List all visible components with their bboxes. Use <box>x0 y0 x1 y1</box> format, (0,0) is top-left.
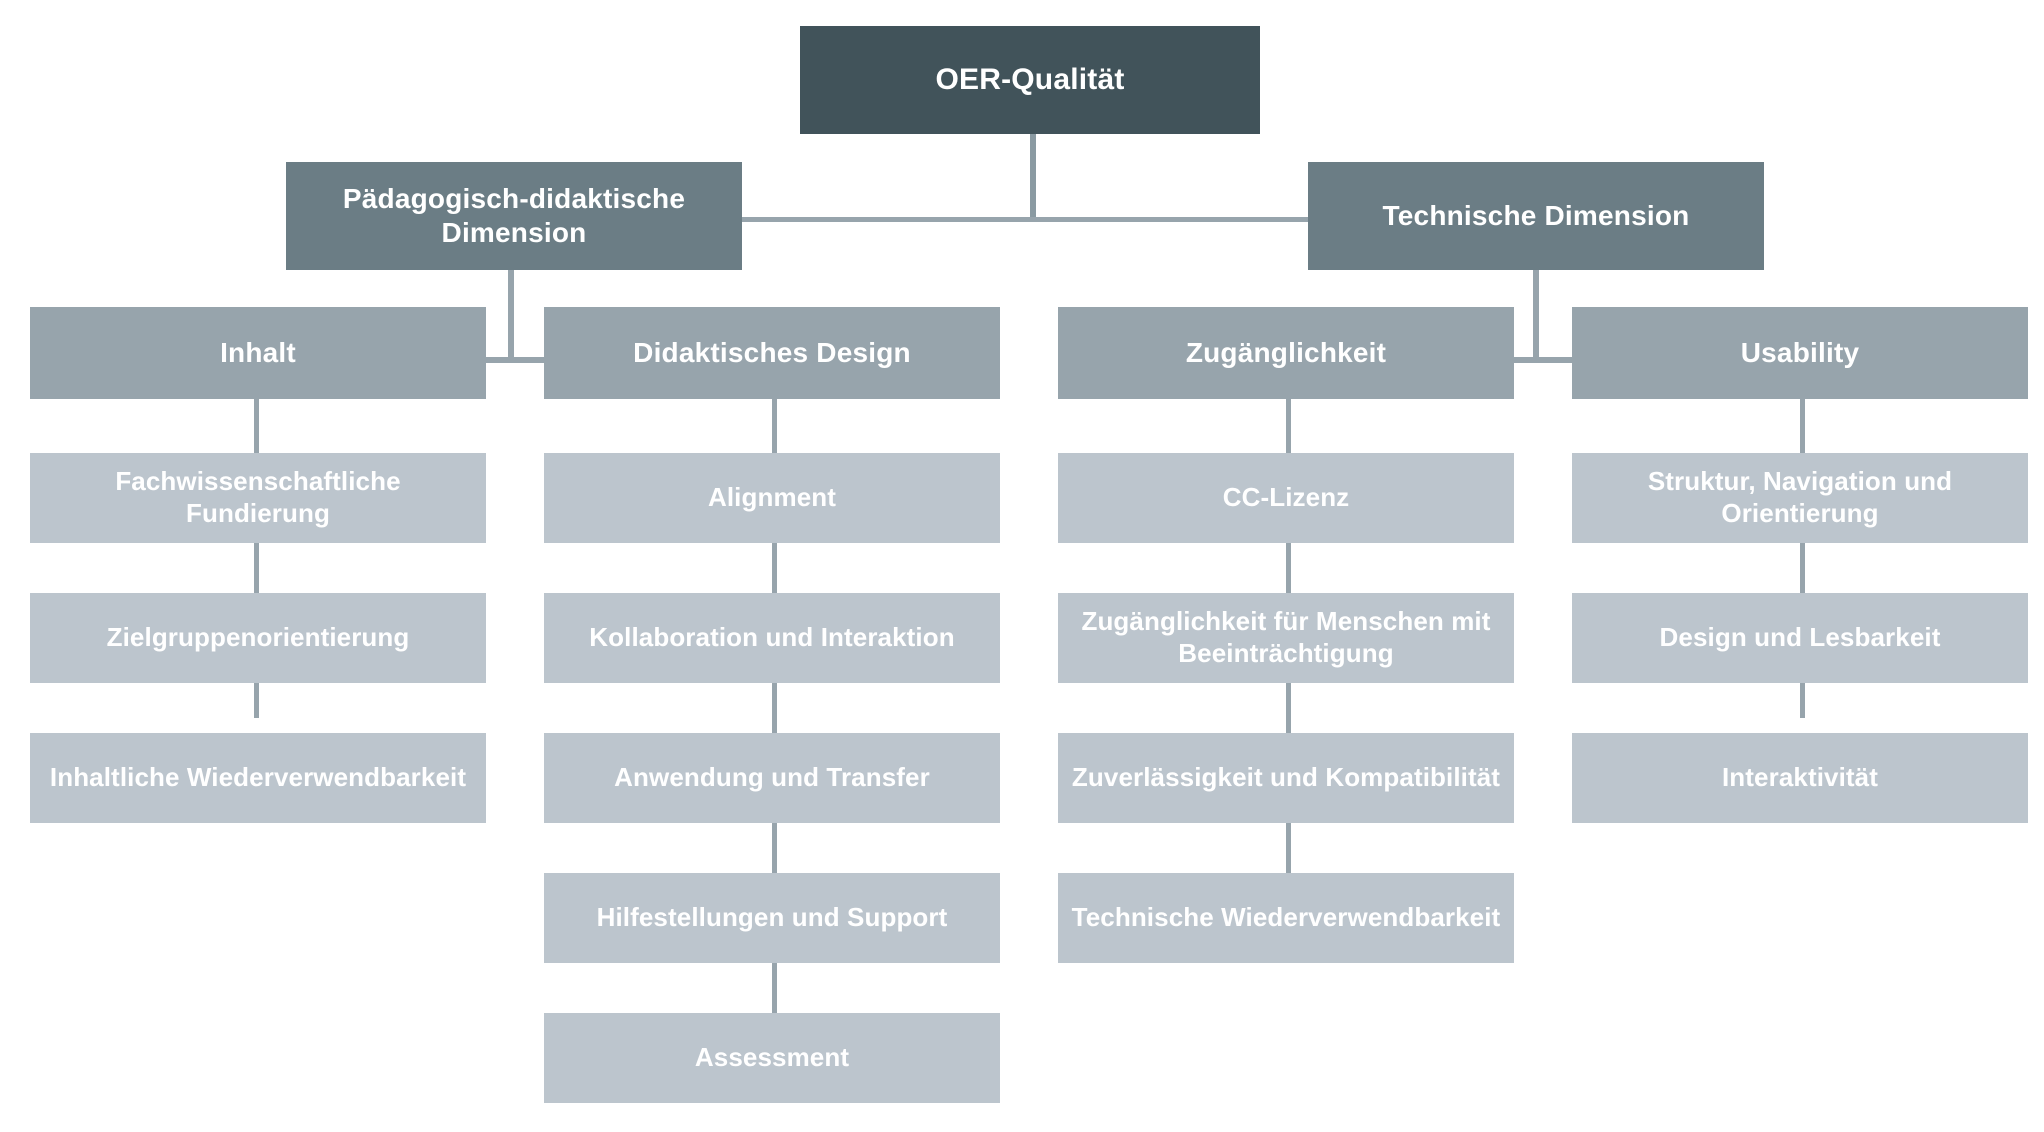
node-leaf-zugaenglichkeit-fuer-menschen-mit-beeintraechtigung[interactable]: Zugänglichkeit für Menschen mit Beeinträ… <box>1058 593 1514 683</box>
node-leaf-label: Design und Lesbarkeit <box>1659 622 1941 653</box>
node-root-oer-qualitaet[interactable]: OER-Qualität <box>800 26 1260 134</box>
node-leaf-label: Hilfestellungen und Support <box>596 902 948 933</box>
node-leaf-struktur-navigation-und-orientierung[interactable]: Struktur, Navigation und Orientierung <box>1572 453 2028 543</box>
node-category-usability[interactable]: Usability <box>1572 307 2028 399</box>
node-leaf-label: Zuverlässigkeit und Kompatibilität <box>1071 762 1501 793</box>
node-leaf-label: Anwendung und Transfer <box>614 762 930 793</box>
node-leaf-anwendung-und-transfer[interactable]: Anwendung und Transfer <box>544 733 1000 823</box>
connector-right-dimension-stem <box>1533 270 1539 362</box>
node-dimension-technisch[interactable]: Technische Dimension <box>1308 162 1764 270</box>
node-leaf-zielgruppenorientierung[interactable]: Zielgruppenorientierung <box>30 593 486 683</box>
node-root-label: OER-Qualität <box>935 62 1125 96</box>
node-category-label: Didaktisches Design <box>633 336 911 368</box>
connector-left-categories-bar <box>255 357 765 363</box>
node-leaf-label: Technische Wiederverwendbarkeit <box>1071 902 1501 933</box>
connector-dimensions-bar <box>740 217 1310 222</box>
connector-right-categories-bar <box>1280 357 1790 363</box>
node-leaf-alignment[interactable]: Alignment <box>544 453 1000 543</box>
node-leaf-label: Alignment <box>707 482 836 513</box>
connector-root-stem <box>1030 133 1036 219</box>
node-leaf-design-und-lesbarkeit[interactable]: Design und Lesbarkeit <box>1572 593 2028 683</box>
node-leaf-label: Inhaltliche Wiederverwendbarkeit <box>49 762 467 793</box>
node-leaf-technische-wiederverwendbarkeit[interactable]: Technische Wiederverwendbarkeit <box>1058 873 1514 963</box>
node-leaf-zuverlaessigkeit-und-kompatibilitaet[interactable]: Zuverlässigkeit und Kompatibilität <box>1058 733 1514 823</box>
node-category-didaktisches-design[interactable]: Didaktisches Design <box>544 307 1000 399</box>
connector-left-dimension-stem <box>508 270 514 362</box>
connector-col2-spine <box>772 398 777 1038</box>
node-leaf-assessment[interactable]: Assessment <box>544 1013 1000 1103</box>
node-leaf-label: Zielgruppenorientierung <box>106 622 410 653</box>
node-dimension-label: Pädagogisch-didaktische Dimension <box>342 182 686 248</box>
node-leaf-label: Zugänglichkeit für Menschen mit Beeinträ… <box>1081 606 1491 668</box>
node-leaf-kollaboration-und-interaktion[interactable]: Kollaboration und Interaktion <box>544 593 1000 683</box>
node-category-label: Inhalt <box>220 336 296 368</box>
node-category-label: Usability <box>1740 336 1860 368</box>
node-category-zugaenglichkeit[interactable]: Zugänglichkeit <box>1058 307 1514 399</box>
node-leaf-label: Interaktivität <box>1721 762 1878 793</box>
connector-col1-spine <box>254 398 259 718</box>
node-leaf-label: Struktur, Navigation und Orientierung <box>1647 466 1953 528</box>
node-dimension-label: Technische Dimension <box>1382 199 1690 231</box>
node-leaf-hilfestellungen-und-support[interactable]: Hilfestellungen und Support <box>544 873 1000 963</box>
connector-col4-spine <box>1800 398 1805 718</box>
node-leaf-label: Assessment <box>694 1042 850 1073</box>
node-leaf-cc-lizenz[interactable]: CC-Lizenz <box>1058 453 1514 543</box>
node-dimension-paedagogisch-didaktisch[interactable]: Pädagogisch-didaktische Dimension <box>286 162 742 270</box>
node-leaf-label: Fachwissenschaftliche Fundierung <box>115 466 401 528</box>
node-leaf-fachwissenschaftliche-fundierung[interactable]: Fachwissenschaftliche Fundierung <box>30 453 486 543</box>
node-category-label: Zugänglichkeit <box>1185 336 1387 368</box>
node-leaf-label: CC-Lizenz <box>1222 482 1350 513</box>
node-leaf-inhaltliche-wiederverwendbarkeit[interactable]: Inhaltliche Wiederverwendbarkeit <box>30 733 486 823</box>
node-leaf-interaktivitaet[interactable]: Interaktivität <box>1572 733 2028 823</box>
node-category-inhalt[interactable]: Inhalt <box>30 307 486 399</box>
node-leaf-label: Kollaboration und Interaktion <box>589 622 955 653</box>
